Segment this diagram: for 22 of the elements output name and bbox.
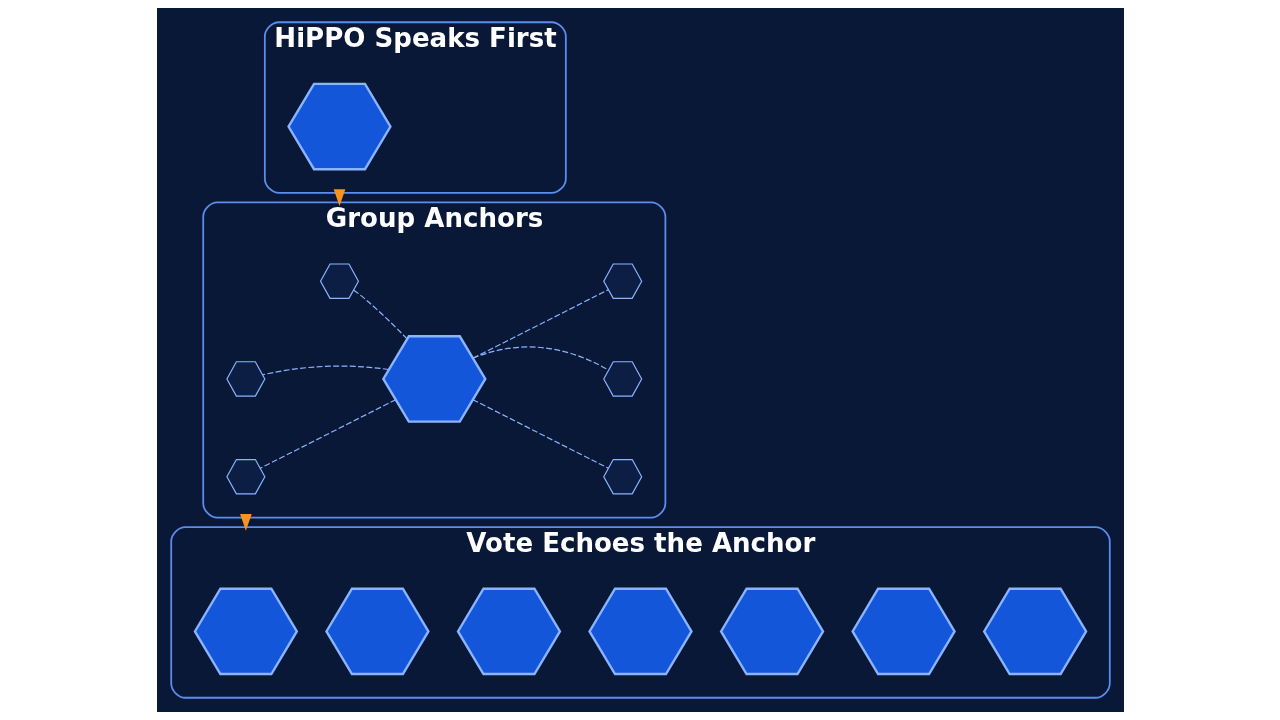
node-hexagon — [381, 335, 487, 423]
node-hexagon — [286, 82, 392, 171]
node-hexagon — [324, 587, 430, 676]
node-hexagon — [319, 263, 359, 299]
node-hexagon — [225, 361, 265, 397]
connector — [471, 346, 609, 371]
node-hexagon — [850, 587, 956, 676]
node-hexagon — [602, 361, 642, 397]
node-hexagon — [587, 587, 693, 676]
cluster: Group Anchors — [201, 201, 666, 519]
connector — [471, 399, 609, 469]
node-hexagon — [719, 587, 824, 676]
node-hexagon — [193, 587, 298, 676]
node-hexagon — [982, 587, 1087, 676]
node-hexagon — [225, 458, 265, 495]
node-hexagon — [602, 458, 642, 495]
connector — [352, 289, 408, 340]
cluster: Vote Echoes the Anchor — [169, 526, 1111, 699]
node-hexagon — [456, 587, 561, 676]
connector — [259, 399, 396, 469]
node-hexagon — [602, 263, 642, 299]
cluster: HiPPO Speaks First — [263, 21, 567, 194]
